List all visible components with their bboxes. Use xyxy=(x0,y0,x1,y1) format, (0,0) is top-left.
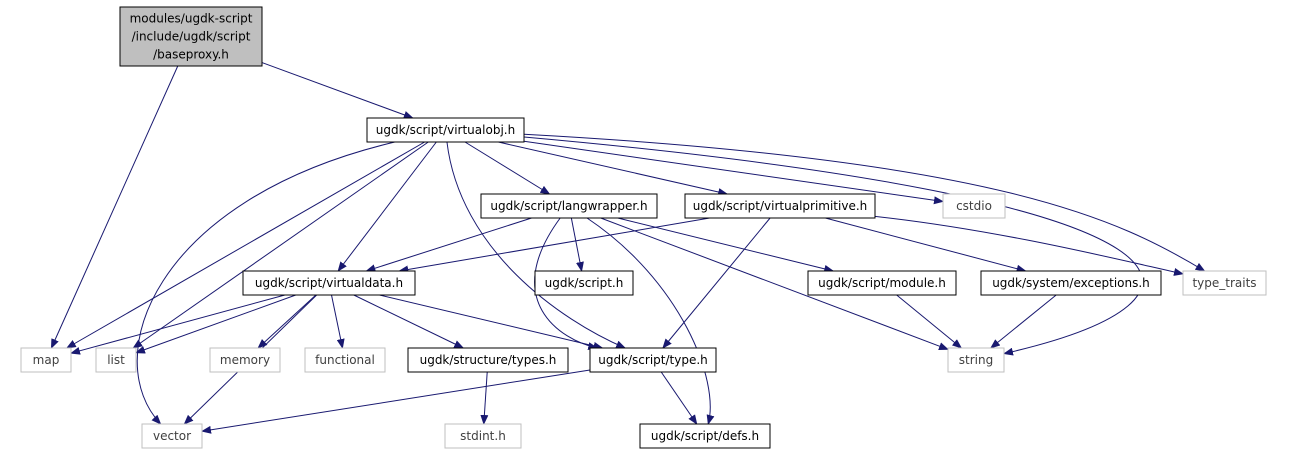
node-virtualobj-label: ugdk/script/virtualobj.h xyxy=(376,123,515,137)
node-baseproxy-box xyxy=(119,6,263,67)
edge-virtualobj-to-list xyxy=(132,141,429,349)
edge-langwrapper-to-module xyxy=(617,217,835,273)
node-script-box xyxy=(534,270,634,296)
node-virtualdata-box xyxy=(242,270,416,296)
node-type-label: ugdk/script/type.h xyxy=(598,353,708,367)
node-baseproxy-label: /include/ugdk/script xyxy=(132,30,251,44)
node-map-box xyxy=(20,347,72,373)
edge-module-to-string xyxy=(896,294,963,349)
node-module[interactable]: ugdk/script/module.h xyxy=(807,270,957,296)
edge-virtualobj-to-langwrapper xyxy=(464,141,551,195)
node-langwrapper-label: ugdk/script/langwrapper.h xyxy=(490,199,647,213)
node-vector-label: vector xyxy=(153,429,191,443)
node-list-box xyxy=(95,347,137,373)
node-baseproxy[interactable]: modules/ugdk-script/include/ugdk/script /… xyxy=(119,6,263,67)
node-defs[interactable]: ugdk/script/defs.h xyxy=(639,423,771,449)
node-map: map xyxy=(20,347,72,373)
edge-type-to-vector xyxy=(201,369,591,434)
node-list: list xyxy=(95,347,137,373)
edge-virtualdata-to-memory xyxy=(257,294,317,349)
node-virtualobj-box xyxy=(366,117,525,143)
edge-baseproxy-to-virtualobj xyxy=(261,62,414,119)
nodes-layer: modules/ugdk-script/include/ugdk/script /… xyxy=(20,6,1267,449)
node-memory-box xyxy=(209,347,281,373)
edge-virtualobj-to-virtualprimitive xyxy=(498,141,729,196)
node-map-label: map xyxy=(33,353,60,367)
edge-virtualobj-to-type xyxy=(446,141,627,349)
node-type_traits-box xyxy=(1182,270,1267,296)
node-stdint-box xyxy=(444,423,522,449)
node-type[interactable]: ugdk/script/type.h xyxy=(589,347,717,373)
edge-virtualdata-to-functional xyxy=(331,294,345,349)
edge-virtualdata-to-type xyxy=(379,294,604,350)
edge-exceptions-to-string xyxy=(990,294,1057,349)
node-list-label: list xyxy=(107,353,125,367)
node-script-label: ugdk/script.h xyxy=(545,276,624,290)
node-cstdio-box xyxy=(942,193,1006,219)
node-vector-box xyxy=(141,423,203,449)
edge-virtualobj-to-cstdio xyxy=(523,140,944,205)
node-baseproxy-label: modules/ugdk-script xyxy=(130,12,253,26)
node-exceptions-label: ugdk/system/exceptions.h xyxy=(992,276,1150,290)
edge-virtualobj-to-string xyxy=(523,136,1143,356)
edge-langwrapper-to-virtualdata xyxy=(365,217,532,273)
node-types[interactable]: ugdk/structure/types.h xyxy=(407,347,569,373)
edges-layer xyxy=(50,62,1206,434)
node-type-box xyxy=(589,347,717,373)
node-vector: vector xyxy=(141,423,203,449)
node-virtualprimitive[interactable]: ugdk/script/virtualprimitive.h xyxy=(684,193,876,219)
edge-langwrapper-to-script xyxy=(570,217,584,272)
edge-type-to-defs xyxy=(660,371,698,425)
node-defs-label: ugdk/script/defs.h xyxy=(651,429,759,443)
node-stdint: stdint.h xyxy=(444,423,522,449)
node-types-box xyxy=(407,347,569,373)
node-type_traits: type_traits xyxy=(1182,270,1267,296)
edge-virtualprimitive-to-exceptions xyxy=(825,217,1027,273)
edge-langwrapper-to-string xyxy=(600,217,949,350)
node-memory-label: memory xyxy=(220,353,270,367)
node-functional: functional xyxy=(304,347,386,373)
node-virtualdata-label: ugdk/script/virtualdata.h xyxy=(255,276,403,290)
node-virtualobj[interactable]: ugdk/script/virtualobj.h xyxy=(366,117,525,143)
node-defs-box xyxy=(639,423,771,449)
edge-virtualprimitive-to-virtualdata xyxy=(398,217,710,274)
node-memory: memory xyxy=(209,347,281,373)
edge-virtualobj-to-map xyxy=(65,141,425,349)
node-types-label: ugdk/structure/types.h xyxy=(420,353,557,367)
node-baseproxy-label: /baseproxy.h xyxy=(153,48,229,62)
node-cstdio-label: cstdio xyxy=(956,199,992,213)
edge-langwrapper-to-defs xyxy=(586,217,715,425)
edge-types-to-stdint xyxy=(480,371,489,425)
node-virtualdata[interactable]: ugdk/script/virtualdata.h xyxy=(242,270,416,296)
edge-virtualobj-to-virtualdata xyxy=(337,141,437,272)
node-virtualprimitive-label: ugdk/script/virtualprimitive.h xyxy=(693,199,868,213)
node-exceptions[interactable]: ugdk/system/exceptions.h xyxy=(980,270,1162,296)
edge-virtualobj-to-vector xyxy=(136,141,395,425)
node-string-label: string xyxy=(959,353,993,367)
edge-virtualobj-to-type_traits xyxy=(523,133,1206,272)
node-string-box xyxy=(947,347,1005,373)
edge-virtualdata-to-types xyxy=(353,294,465,349)
node-exceptions-box xyxy=(980,270,1162,296)
node-type_traits-label: type_traits xyxy=(1192,276,1256,290)
edge-virtualdata-to-map xyxy=(70,294,286,355)
node-functional-label: functional xyxy=(315,353,375,367)
node-virtualprimitive-box xyxy=(684,193,876,219)
node-cstdio: cstdio xyxy=(942,193,1006,219)
edge-virtualprimitive-to-type_traits xyxy=(874,215,1184,276)
node-functional-box xyxy=(304,347,386,373)
node-module-box xyxy=(807,270,957,296)
edge-baseproxy-to-map xyxy=(50,65,179,349)
node-langwrapper[interactable]: ugdk/script/langwrapper.h xyxy=(480,193,658,219)
node-script[interactable]: ugdk/script.h xyxy=(534,270,634,296)
edge-virtualdata-to-list xyxy=(135,294,296,354)
edge-virtualprimitive-to-type xyxy=(662,217,771,349)
node-stdint-label: stdint.h xyxy=(460,429,506,443)
node-string: string xyxy=(947,347,1005,373)
node-langwrapper-box xyxy=(480,193,658,219)
node-module-label: ugdk/script/module.h xyxy=(818,276,946,290)
